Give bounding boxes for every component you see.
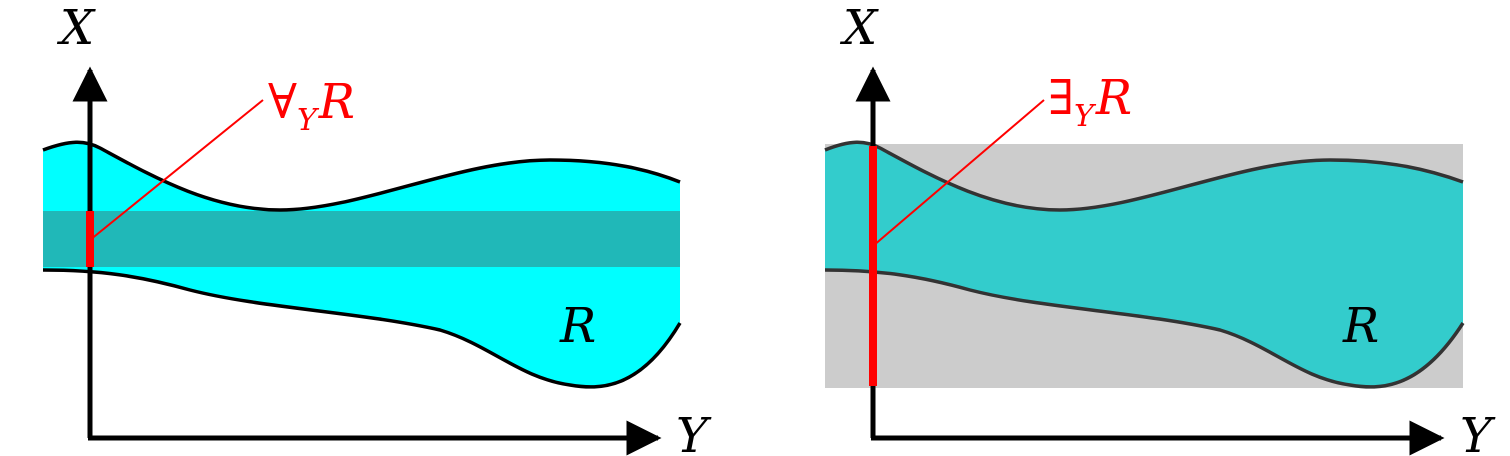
region-r-right <box>825 142 1463 387</box>
projection-band <box>43 211 680 267</box>
y-axis-label-right: Y <box>1460 408 1496 456</box>
exists-leader-line <box>872 99 1045 247</box>
y-axis-label-left: Y <box>676 408 712 456</box>
region-label-right: R <box>1342 298 1379 354</box>
region-top-boundary-left <box>42 140 681 212</box>
x-axis-label-right: X <box>839 0 879 56</box>
exists-annotation: ∃YR <box>1048 70 1132 134</box>
x-axis-label-left: X <box>56 0 96 56</box>
forall-annotation: ∀YR <box>268 74 355 138</box>
forall-leader-line <box>89 99 264 241</box>
left-panel-forall: X Y R ∀YR <box>42 0 712 456</box>
region-label-left: R <box>559 298 596 354</box>
region-top-boundary-right <box>824 140 1464 212</box>
region-bottom-boundary-left <box>42 268 682 389</box>
region-bottom-boundary-right <box>824 268 1465 389</box>
right-panel-exists: X Y R ∃YR <box>824 0 1496 456</box>
